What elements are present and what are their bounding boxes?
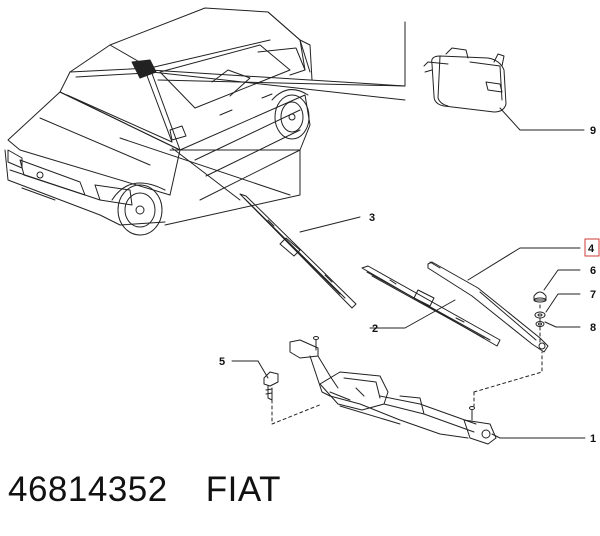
callout-2: 2	[372, 323, 378, 335]
bolt	[263, 371, 279, 401]
callout-1: 1	[590, 433, 596, 445]
assembly-guide-lines	[271, 304, 543, 425]
callout-4-highlight-box	[584, 238, 600, 257]
part-number: 46814352	[8, 470, 168, 509]
reference-frame-lines	[119, 21, 406, 226]
callout-6: 6	[590, 265, 596, 277]
wiper-blade-right	[361, 265, 501, 347]
wiper-blade-left	[239, 193, 357, 309]
callout-8: 8	[590, 322, 596, 334]
callout-5: 5	[219, 356, 225, 368]
washer-reservoir	[423, 47, 507, 113]
wiper-linkage-motor	[289, 336, 497, 445]
nut-cap-washer-set	[533, 291, 547, 327]
callout-9: 9	[590, 125, 596, 137]
leader-lines	[231, 107, 586, 439]
callout-4: 4	[588, 243, 595, 255]
wiper-arm	[427, 261, 549, 353]
callout-7: 7	[590, 289, 596, 301]
car-illustration	[4, 7, 313, 236]
callout-3: 3	[369, 212, 375, 224]
part-caption: 46814352 FIAT	[8, 470, 319, 510]
brand-name: FIAT	[205, 470, 281, 509]
